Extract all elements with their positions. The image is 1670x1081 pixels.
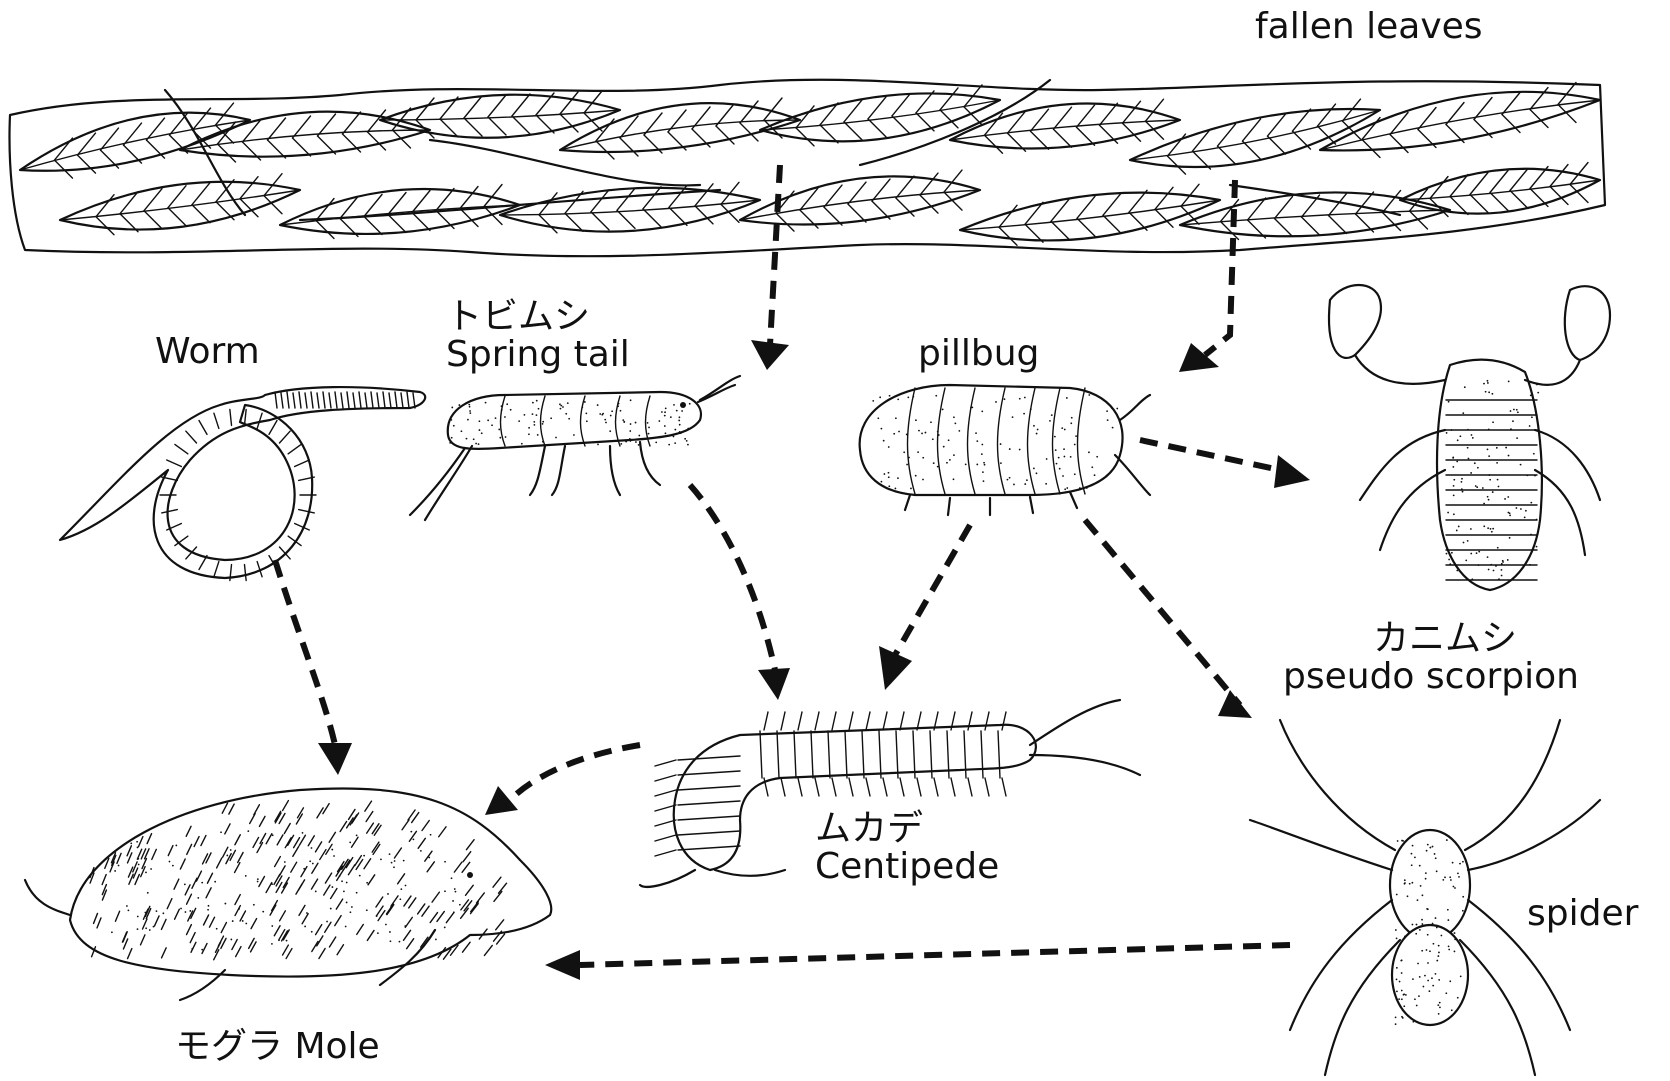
pseudoscorpion-en-label: pseudo scorpion (1283, 658, 1579, 696)
pseudoscorpion-label: カニムシ pseudo scorpion (1283, 620, 1579, 696)
fallen-leaves-label: fallen leaves (1255, 8, 1483, 46)
springtail-label: トビムシ Spring tail (446, 298, 630, 374)
springtail-jp-label: トビムシ (446, 298, 630, 336)
centipede-label: ムカデ Centipede (815, 810, 999, 886)
pillbug-label: pillbug (918, 335, 1039, 373)
pseudoscorpion-jp-label: カニムシ (1283, 620, 1579, 658)
fallen-leaves-illustration (10, 80, 1605, 256)
mole-illustration (25, 788, 551, 1000)
pseudoscorpion-illustration (1329, 285, 1610, 590)
springtail-illustration (410, 376, 740, 520)
pillbug-illustration (860, 385, 1150, 515)
springtail-en-label: Spring tail (446, 336, 630, 374)
mole-label: モグラ Mole (175, 1028, 380, 1066)
spider-label: spider (1527, 895, 1638, 933)
worm-illustration (60, 387, 425, 580)
centipede-en-label: Centipede (815, 848, 999, 886)
worm-label: Worm (155, 333, 260, 371)
centipede-jp-label: ムカデ (815, 810, 999, 848)
